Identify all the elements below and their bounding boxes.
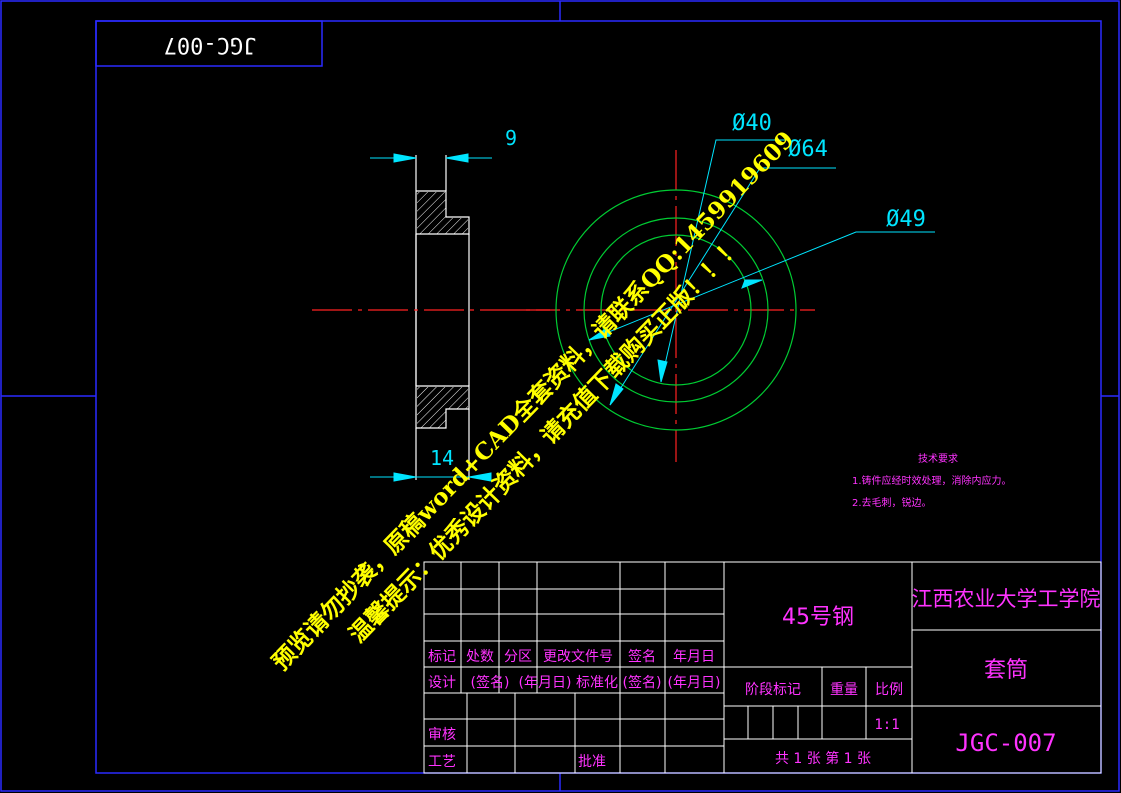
weight-label: 重量 — [830, 682, 858, 698]
rev-header-doc: 更改文件号 — [543, 649, 613, 665]
standard-label: 标准化 — [576, 675, 618, 691]
rev-header-zone: 分区 — [504, 649, 532, 665]
section-hatch-bot-2 — [446, 387, 468, 409]
rev-header-mark: 标记 — [428, 649, 456, 665]
dim-width-bottom-label: 14 — [430, 446, 454, 470]
watermark-line-1: 预览请勿抄袭，原稿word+CAD全套资料，请联系QQ:1459919609 — [267, 126, 799, 676]
scale-value: 1:1 — [874, 717, 899, 733]
dim-width-bottom — [370, 472, 492, 482]
section-hatch-top-2 — [446, 218, 468, 234]
standard-date: (年月日) — [668, 675, 721, 691]
title-block-grid — [423, 561, 1102, 774]
section-hatch-top-1 — [417, 192, 446, 234]
dim-dia49-label: Ø49 — [886, 207, 926, 232]
part-name: 套筒 — [984, 658, 1028, 683]
tech-req-title: 技术要求 — [918, 452, 958, 465]
mirrored-drawing-number: JGC-007 — [164, 32, 257, 57]
rev-header-date: 年月日 — [673, 649, 715, 665]
tech-req-item-2: 2.去毛刺，锐边。 — [852, 496, 932, 509]
dim-dia64-label: Ø64 — [788, 137, 828, 162]
tech-req-item-1: 1.铸件应经时效处理，消除内应力。 — [852, 474, 1012, 487]
rev-header-count: 处数 — [466, 649, 494, 665]
dim-dia40-label: Ø40 — [732, 111, 772, 136]
dim-dia64-leader — [609, 167, 836, 406]
stage-label: 阶段标记 — [745, 682, 801, 698]
approve-label: 批准 — [578, 754, 606, 770]
design-sign: (签名) — [471, 674, 510, 691]
drawing-number: JGC-007 — [955, 729, 1056, 757]
mirrored-number-box — [95, 20, 323, 67]
design-date: (年月日) — [519, 675, 572, 691]
process-label: 工艺 — [428, 754, 456, 770]
scale-label: 比例 — [875, 682, 903, 698]
section-hatch-bot-1 — [417, 387, 446, 428]
middle-circle-49 — [583, 217, 769, 403]
review-label: 审核 — [428, 727, 456, 743]
school-name: 江西农业大学工学院 — [912, 587, 1101, 611]
dim-dia40-leader — [657, 139, 790, 383]
rev-header-sign: 签名 — [628, 648, 656, 665]
design-label: 设计 — [428, 675, 456, 691]
outer-circle-64 — [555, 189, 797, 431]
dim-width-top — [370, 153, 492, 163]
dim-width-top-label: 9 — [505, 126, 517, 150]
standard-sign: (签名) — [623, 674, 662, 691]
material-text: 45号钢 — [782, 605, 854, 630]
sheets-label: 共 1 张 第 1 张 — [775, 750, 871, 767]
dim-dia49-leader — [588, 231, 935, 341]
watermark-line-2: 温馨提示：优秀设计资料，请充值下载购买正版！！！ — [344, 232, 747, 648]
inner-circle-40 — [600, 234, 752, 386]
